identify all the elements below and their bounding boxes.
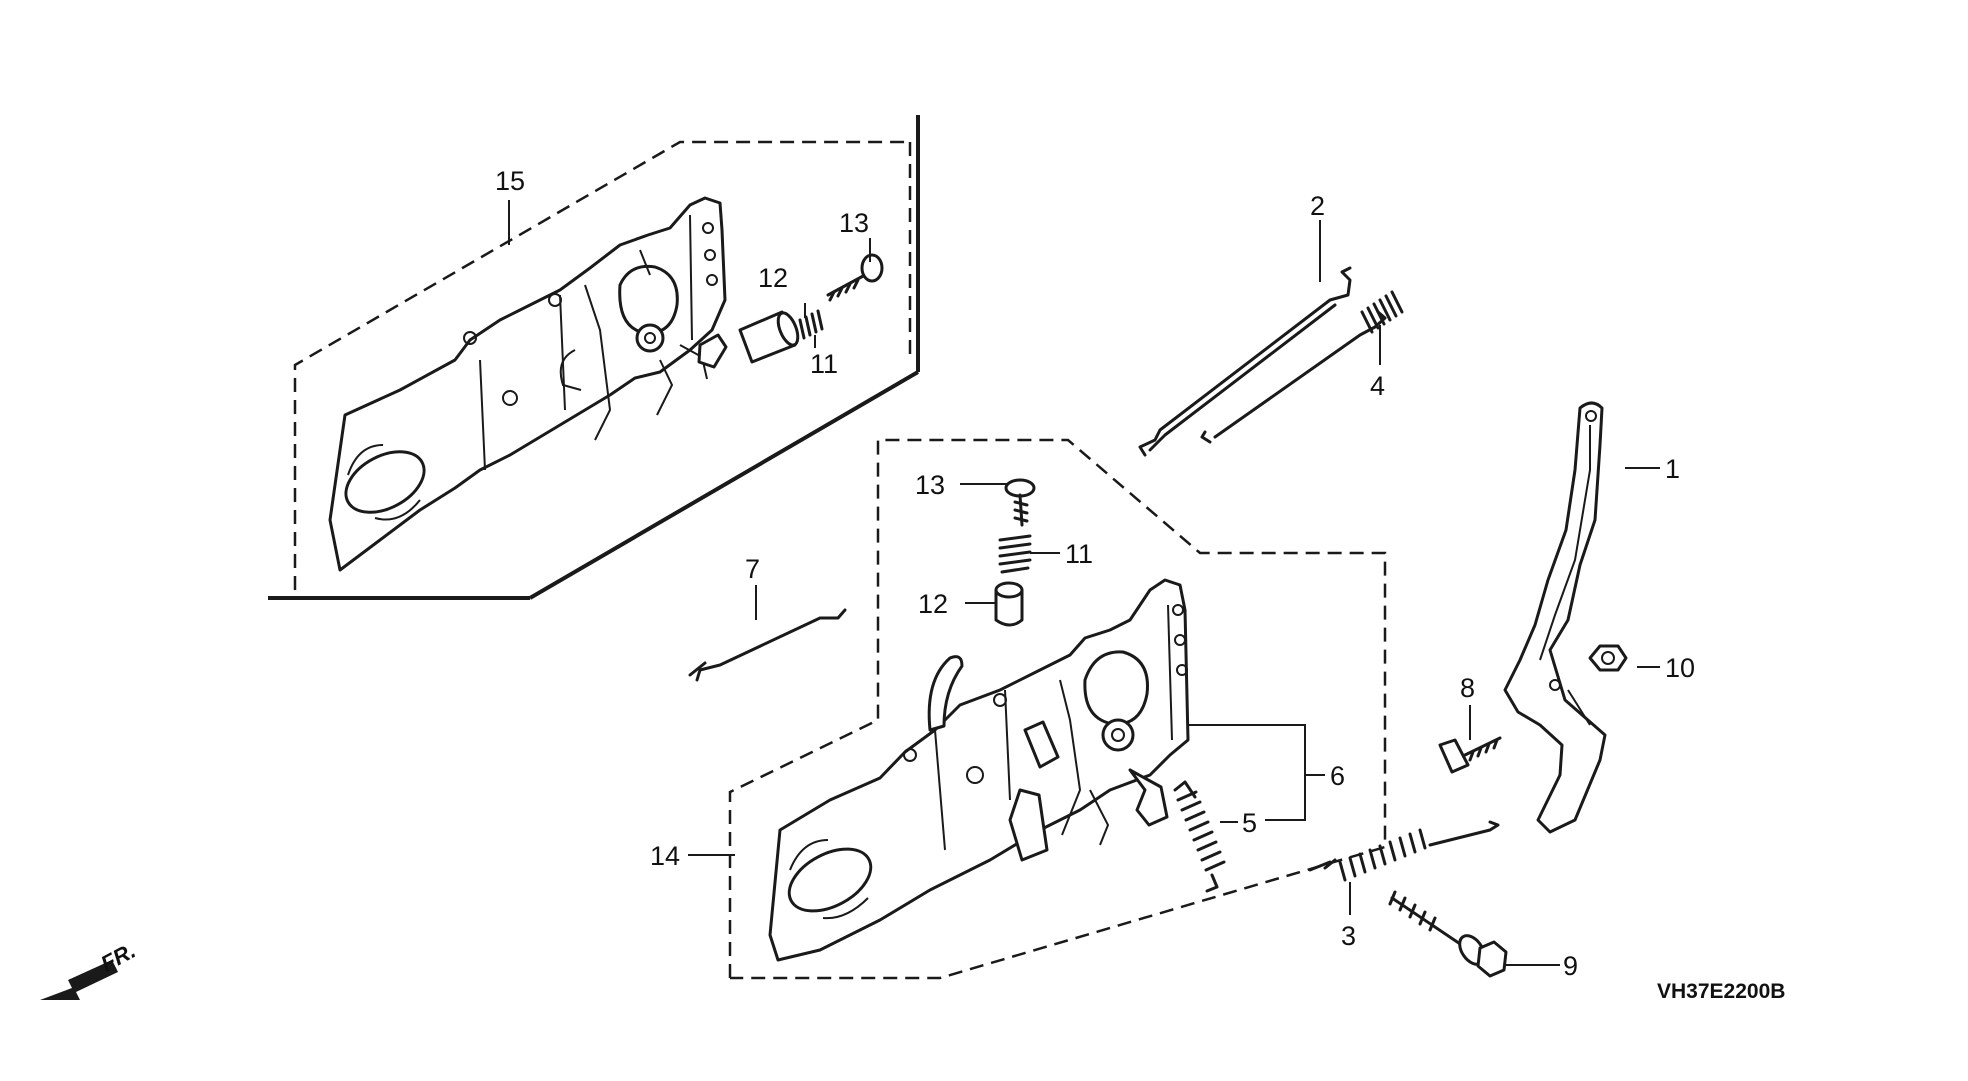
rod-7 — [688, 608, 847, 682]
screw-13-upper — [826, 253, 884, 302]
nut-10 — [1588, 644, 1628, 672]
bolt-9 — [1388, 890, 1508, 978]
callout-11-lower: 11 — [1065, 539, 1093, 569]
callout-5: 5 — [1242, 808, 1257, 838]
spring-3 — [1308, 820, 1500, 882]
callout-4: 4 — [1370, 371, 1385, 401]
callout-10: 10 — [1665, 653, 1695, 683]
callout-11-upper: 11 — [810, 349, 838, 379]
callout-2: 2 — [1310, 191, 1325, 221]
callout-6: 6 — [1330, 761, 1345, 791]
callout-7: 7 — [745, 554, 760, 584]
callout-3: 3 — [1341, 921, 1356, 951]
assembly-15-box — [268, 115, 920, 600]
spring-11-lower — [998, 534, 1032, 574]
bolt-8 — [1438, 736, 1502, 774]
front-direction-indicator: FR. — [40, 938, 140, 1000]
control-base-assembly-14 — [768, 578, 1190, 962]
assembly-14-box — [728, 438, 1387, 980]
callout-13-lower: 13 — [915, 470, 945, 500]
spring-4 — [1200, 290, 1404, 444]
callout-13-upper: 13 — [839, 208, 869, 238]
callout-8: 8 — [1460, 673, 1475, 703]
direction-arrow-icon — [40, 960, 118, 1000]
screw-13-lower — [1004, 478, 1036, 527]
lever-1 — [1503, 401, 1607, 834]
callout-12-upper: 12 — [758, 263, 788, 293]
callout-12-lower: 12 — [918, 589, 948, 619]
callout-1: 1 — [1665, 454, 1680, 484]
collar-12-upper — [738, 310, 800, 364]
spring-5 — [1173, 780, 1226, 893]
rod-2 — [1138, 266, 1352, 457]
callout-9: 9 — [1563, 951, 1578, 981]
leader-lines — [508, 200, 1660, 966]
diagram-code: VH37E2200B — [1657, 980, 1785, 1003]
control-base-assembly-15 — [328, 196, 728, 572]
spring-11-upper — [798, 309, 824, 340]
callouts: 15 13 12 11 2 4 1 13 11 12 7 10 8 6 5 14… — [495, 166, 1695, 981]
callout-14: 14 — [650, 841, 680, 871]
collar-12-lower — [994, 581, 1024, 627]
callout-15: 15 — [495, 166, 525, 196]
